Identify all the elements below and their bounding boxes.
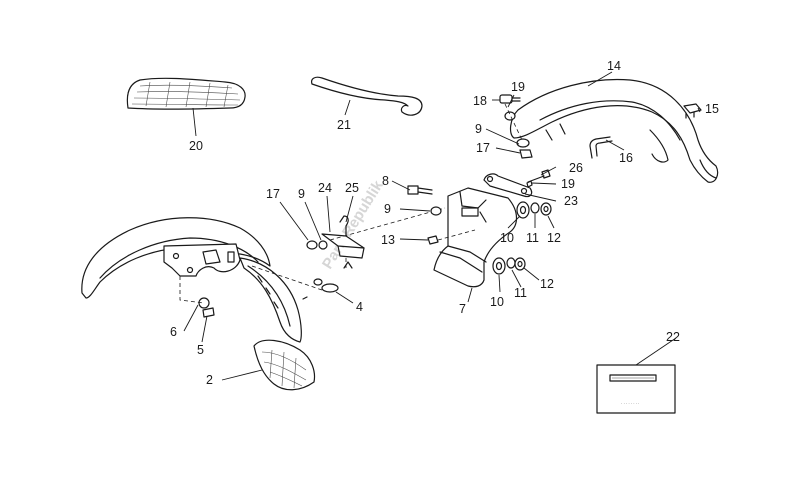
part-bracket <box>306 207 446 269</box>
label-20: 20 <box>189 139 203 153</box>
label-16: 16 <box>619 151 633 165</box>
label-22: 22 <box>666 330 680 344</box>
label-6: 6 <box>170 325 177 339</box>
label-18: 18 <box>473 94 487 108</box>
label-11-lower: 11 <box>514 286 527 300</box>
label-26: 26 <box>569 161 583 175</box>
label-9-centre: 9 <box>384 202 391 216</box>
label-12-upper: 12 <box>547 231 561 245</box>
label-13: 13 <box>381 233 395 247</box>
label-7: 7 <box>459 302 466 316</box>
label-9-left: 9 <box>298 187 305 201</box>
hardware-centre <box>407 185 476 245</box>
decal-fineprint: · · · · · · · · <box>621 401 639 406</box>
part-rod <box>589 136 613 159</box>
leader-lines <box>183 71 701 381</box>
label-17-top: 17 <box>476 141 490 155</box>
label-10-lower: 10 <box>490 295 504 309</box>
label-12-lower: 12 <box>540 277 554 291</box>
label-24: 24 <box>318 181 332 195</box>
washers-lower <box>492 257 526 275</box>
label-21: 21 <box>337 118 351 132</box>
label-19-top: 19 <box>511 80 525 94</box>
label-17-left: 17 <box>266 187 280 201</box>
part-seat <box>126 77 246 110</box>
label-23: 23 <box>564 194 578 208</box>
label-9-top: 9 <box>475 122 482 136</box>
part-strip <box>483 169 551 198</box>
label-14: 14 <box>607 59 621 73</box>
label-15: 15 <box>705 102 719 116</box>
label-19-mid: 19 <box>561 177 575 191</box>
part-number-light <box>683 103 702 119</box>
label-25: 25 <box>345 181 359 195</box>
label-5: 5 <box>197 343 204 357</box>
part-decal-sheet: · · · · · · · · <box>596 364 676 414</box>
washers-upper <box>516 201 552 219</box>
label-11-upper: 11 <box>526 231 539 245</box>
label-4: 4 <box>356 300 363 314</box>
part-labels: 20 21 14 15 16 18 19 9 17 26 19 23 8 9 1… <box>170 59 719 387</box>
part-rear-fender <box>509 78 719 183</box>
part-strap <box>311 76 423 116</box>
label-8: 8 <box>382 174 389 188</box>
label-2: 2 <box>206 373 213 387</box>
hardware-front <box>179 265 339 318</box>
part-front-fender <box>81 217 302 343</box>
label-10-upper: 10 <box>500 231 514 245</box>
part-mud-flap <box>253 339 316 391</box>
